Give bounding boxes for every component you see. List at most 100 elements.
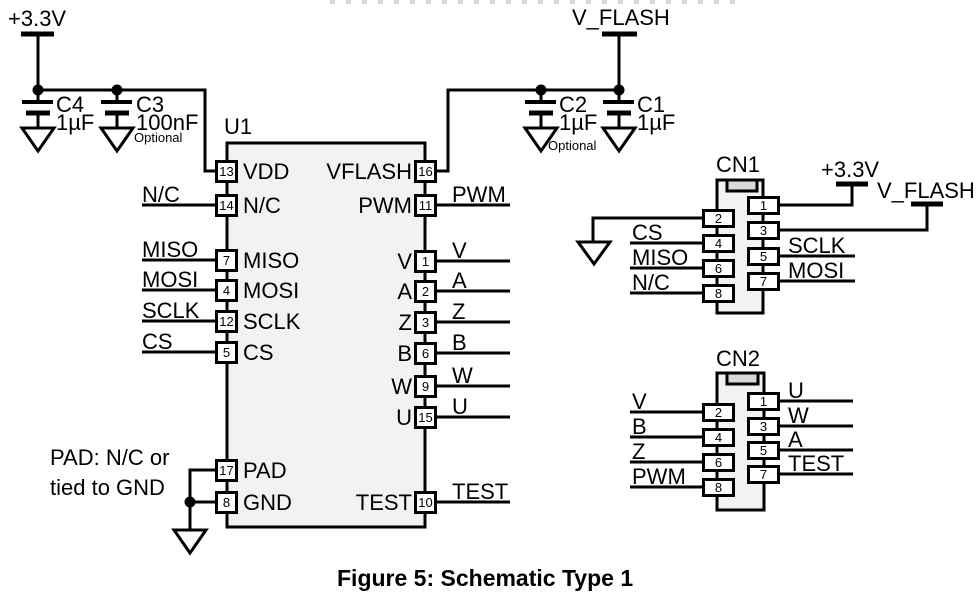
junction-dot: [32, 84, 44, 96]
u1-pin-14: 14: [215, 193, 238, 217]
u1-pinname-cs: CS: [243, 340, 274, 365]
cn2-net-b: B: [632, 414, 647, 439]
u1-pinname-pwm: PWM: [358, 193, 412, 218]
cn1-pin-8: 8: [702, 283, 735, 303]
cn2-net-w: W: [788, 403, 809, 428]
u1-pin-15: 15: [414, 405, 437, 429]
junction-dot: [184, 496, 196, 508]
ground-icon-cn1: [575, 240, 613, 267]
u1-pin-11: 11: [414, 193, 437, 217]
cn1-net-miso: MISO: [632, 245, 689, 270]
cn1-net-cs: CS: [632, 220, 663, 245]
cn1-net-nc: N/C: [632, 270, 670, 295]
cn2-net-u: U: [788, 378, 804, 403]
c2-value: 1µF: [559, 110, 598, 135]
cn1-pin2-gnd-wire: [591, 216, 703, 242]
cn2-pin-2: 2: [702, 402, 735, 422]
pad-note-line2: tied to GND: [50, 475, 165, 500]
cn2-net-test: TEST: [788, 451, 845, 476]
cn1-pin-7: 7: [747, 271, 780, 291]
u1-pin-16: 16: [414, 159, 437, 183]
net-label-w: W: [452, 363, 473, 388]
u1-pinname-b: B: [397, 341, 412, 366]
cn1-pin-1: 1: [747, 195, 780, 215]
cn2-pin-3: 3: [747, 416, 780, 436]
net-label-z: Z: [452, 299, 466, 324]
u1-pinname-v: V: [397, 249, 412, 274]
u1-pinname-vflash: VFLASH: [326, 159, 412, 184]
c4-ref: C4: [56, 92, 85, 117]
cn1-pin-6: 6: [702, 258, 735, 278]
u1-pin-5: 5: [215, 340, 238, 364]
u1-pin-10: 10: [414, 490, 437, 514]
cn1-pin1-v33-wire: [779, 186, 854, 207]
wire-vflash-to-pin16: [436, 36, 621, 173]
u1-pinname-test: TEST: [355, 490, 412, 515]
u1-pinname-mosi: MOSI: [243, 278, 300, 303]
junction-dot: [111, 84, 123, 96]
capacitor-c4-symbol: [22, 90, 53, 128]
c3-note: Optional: [134, 130, 183, 145]
u1-pinname-z: Z: [398, 310, 412, 335]
u1-pin-2: 2: [414, 279, 437, 303]
c1-ref: C1: [637, 92, 666, 117]
cn2-net-a: A: [788, 427, 803, 452]
u1-pinname-a: A: [397, 279, 412, 304]
capacitor-c3-symbol: [101, 90, 132, 128]
cn1-pin-4: 4: [702, 233, 735, 253]
u1-pin-17: 17: [215, 458, 238, 482]
u1-pin-9: 9: [414, 374, 437, 398]
u1-pin-3: 3: [414, 310, 437, 334]
cn2-net-pwm: PWM: [632, 464, 686, 489]
cn1-rail-vflash-label: V_FLASH: [877, 178, 975, 203]
net-label-u: U: [452, 394, 468, 419]
cn2-pin-6: 6: [702, 452, 735, 472]
figure-caption: Figure 5: Schematic Type 1: [337, 565, 634, 591]
u1-pin-13: 13: [215, 159, 238, 183]
c2-note: Optional: [548, 138, 597, 153]
cn2-pin-5: 5: [747, 440, 780, 460]
ground-icon-pad: [171, 528, 209, 556]
cn2-ref: CN2: [716, 346, 761, 371]
u1-pin-6: 6: [414, 341, 437, 365]
ground-icon-c1: [600, 126, 638, 154]
u1-pinname-vdd: VDD: [243, 159, 290, 184]
pad-note-line1: PAD: N/C or: [50, 445, 170, 470]
u1-ref: U1: [224, 114, 253, 139]
u1-pinname-nc: N/C: [243, 193, 281, 218]
c1-value: 1µF: [637, 110, 676, 135]
net-label-pwm: PWM: [452, 182, 506, 207]
net-label-v: V: [452, 238, 467, 263]
cn1-key-notch: [725, 178, 759, 193]
cn1-net-mosi: MOSI: [788, 258, 845, 283]
cn2-pin-8: 8: [702, 477, 735, 497]
cn1-pin-5: 5: [747, 246, 780, 266]
u1-pinname-w: W: [391, 374, 412, 399]
capacitor-c2-symbol: [525, 90, 556, 128]
net-label-cs: CS: [142, 329, 173, 354]
ground-icon-c2: [522, 126, 560, 154]
c3-value: 100nF: [136, 110, 199, 135]
cn2-pin-7: 7: [747, 464, 780, 484]
cn2-net-z: Z: [632, 439, 646, 464]
u1-pin-12: 12: [215, 309, 238, 333]
cropped-text-artifact: [330, 0, 740, 4]
ground-icon-c3: [98, 126, 136, 154]
cn2-key-notch: [725, 371, 760, 386]
wire-v33-to-vdd: [36, 34, 215, 173]
cn1-rail-v33-label: +3.3V: [821, 157, 880, 182]
cn1-ref: CN1: [716, 152, 761, 177]
u1-body: [225, 141, 427, 529]
net-label-sclk: SCLK: [142, 298, 200, 323]
u1-pin-4: 4: [215, 278, 238, 302]
cn1-net-sclk: SCLK: [788, 233, 846, 258]
u1-pin-8: 8: [215, 490, 238, 514]
net-label-test: TEST: [452, 479, 509, 504]
net-label-miso: MISO: [142, 237, 199, 262]
u1-pinname-gnd: GND: [243, 490, 292, 515]
cn1-pin-3: 3: [747, 220, 780, 240]
junction-dot: [535, 84, 547, 96]
u1-pin-1: 1: [414, 249, 437, 273]
net-label-mosi: MOSI: [142, 267, 199, 292]
